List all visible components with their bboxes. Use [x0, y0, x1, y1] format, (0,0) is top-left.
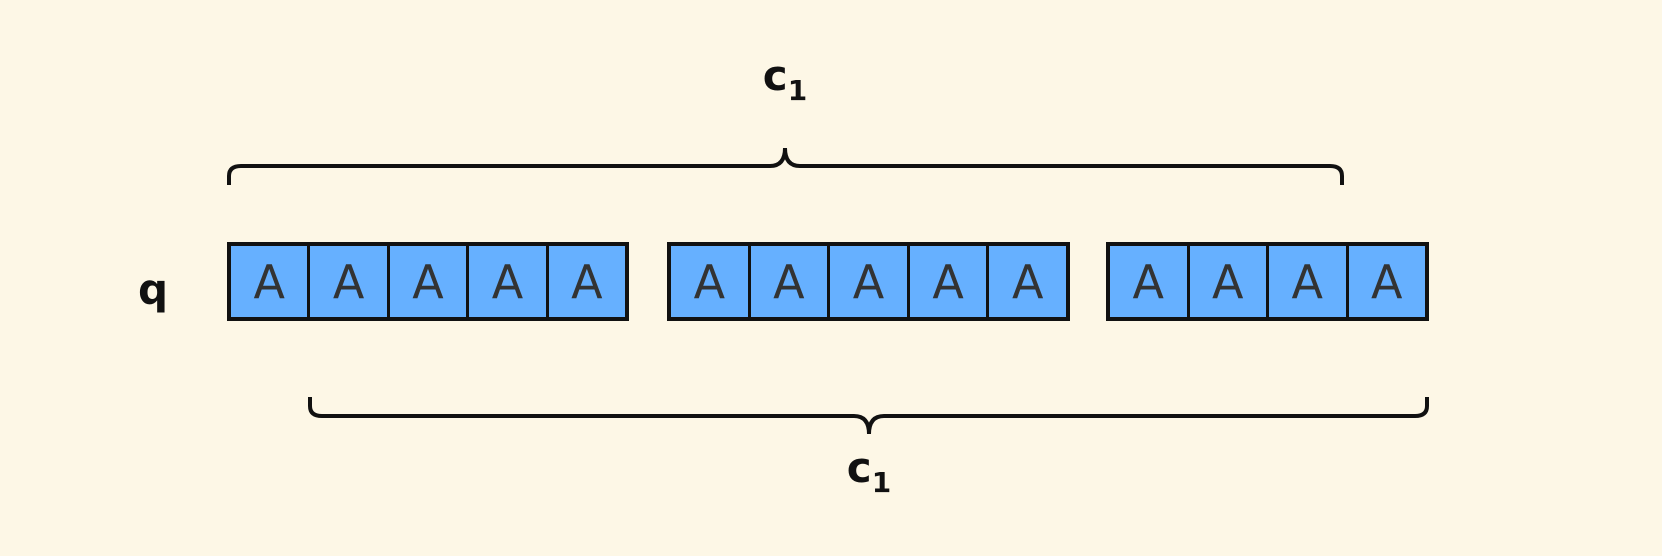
bottom-brace-label: c1 [847, 447, 891, 497]
cell: A [469, 246, 546, 317]
bottom-brace [308, 397, 1429, 435]
cell: A [389, 246, 467, 317]
cell-group-3: A A A A [1106, 242, 1429, 321]
cell: A [909, 246, 987, 317]
cell-group-2: A A A A A [667, 242, 1070, 321]
bottom-brace-label-text: c [846, 443, 872, 492]
cell: A [671, 246, 748, 317]
cell: A [1269, 246, 1346, 317]
top-brace-label-text: c [762, 51, 788, 100]
cell: A [1189, 246, 1266, 317]
cell-group-1: A A A A A [227, 242, 629, 321]
cell: A [231, 246, 308, 317]
cell: A [989, 246, 1066, 317]
cell: A [830, 246, 907, 317]
top-brace-label-subscript: 1 [787, 74, 808, 107]
bottom-brace-label-subscript: 1 [871, 466, 892, 499]
cell: A [548, 246, 626, 317]
row-label-q: q [137, 265, 169, 314]
top-brace-label: c1 [763, 55, 807, 105]
cell: A [1110, 246, 1187, 317]
cell: A [310, 246, 387, 317]
cell: A [1348, 246, 1425, 317]
cell: A [750, 246, 828, 317]
top-brace [227, 147, 1344, 185]
